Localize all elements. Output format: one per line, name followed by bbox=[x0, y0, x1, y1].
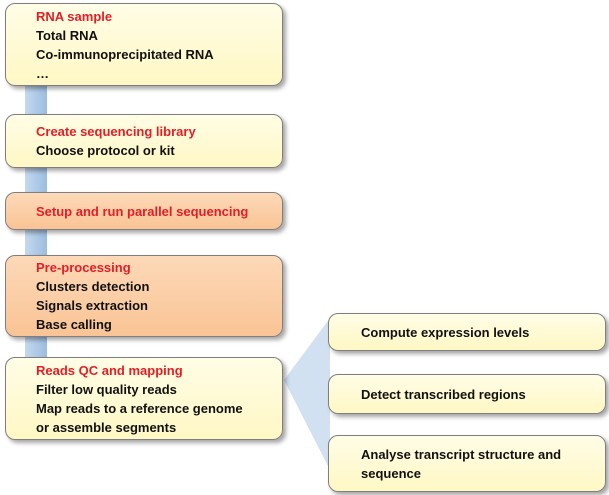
step-line: or assemble segments bbox=[36, 419, 177, 435]
step-compute-expression: Compute expression levels bbox=[328, 313, 606, 351]
step-line: Clusters detection bbox=[36, 279, 150, 294]
step-preprocessing: Pre-processing Clusters detection Signal… bbox=[5, 255, 283, 337]
step-title: Setup and run parallel sequencing bbox=[36, 203, 249, 219]
step-line: Compute expression levels bbox=[361, 324, 530, 340]
step-create-library: Create sequencing library Choose protoco… bbox=[5, 114, 283, 168]
step-line: Co-immunoprecipitated RNA bbox=[36, 46, 214, 62]
step-title: Reads QC and mapping bbox=[36, 362, 183, 378]
step-title: RNA sample bbox=[36, 8, 113, 24]
step-line: Filter low quality reads bbox=[36, 381, 177, 397]
step-line: … bbox=[36, 65, 49, 81]
step-line: Analyse transcript structure and sequenc… bbox=[361, 446, 562, 481]
step-line: Base calling bbox=[36, 317, 112, 332]
step-line: Choose protocol or kit bbox=[36, 143, 175, 158]
connector-4 bbox=[25, 337, 47, 357]
step-line: Map reads to a reference genome bbox=[36, 400, 243, 416]
step-line: Total RNA bbox=[36, 27, 98, 43]
connector-3 bbox=[25, 230, 47, 255]
step-rna-sample: RNA sample Total RNA Co-immunoprecipitat… bbox=[5, 3, 283, 86]
step-line: Signals extraction bbox=[36, 298, 148, 313]
step-title: Pre-processing bbox=[36, 260, 131, 275]
connector-1 bbox=[25, 86, 47, 114]
step-line: Detect transcribed regions bbox=[361, 386, 526, 402]
connector-2 bbox=[25, 168, 47, 192]
step-detect-regions: Detect transcribed regions bbox=[328, 374, 606, 414]
step-run-sequencing: Setup and run parallel sequencing bbox=[5, 192, 283, 230]
step-reads-qc-mapping: Reads QC and mapping Filter low quality … bbox=[5, 357, 283, 440]
step-analyse-structure: Analyse transcript structure and sequenc… bbox=[328, 435, 606, 492]
step-title: Create sequencing library bbox=[36, 124, 196, 139]
